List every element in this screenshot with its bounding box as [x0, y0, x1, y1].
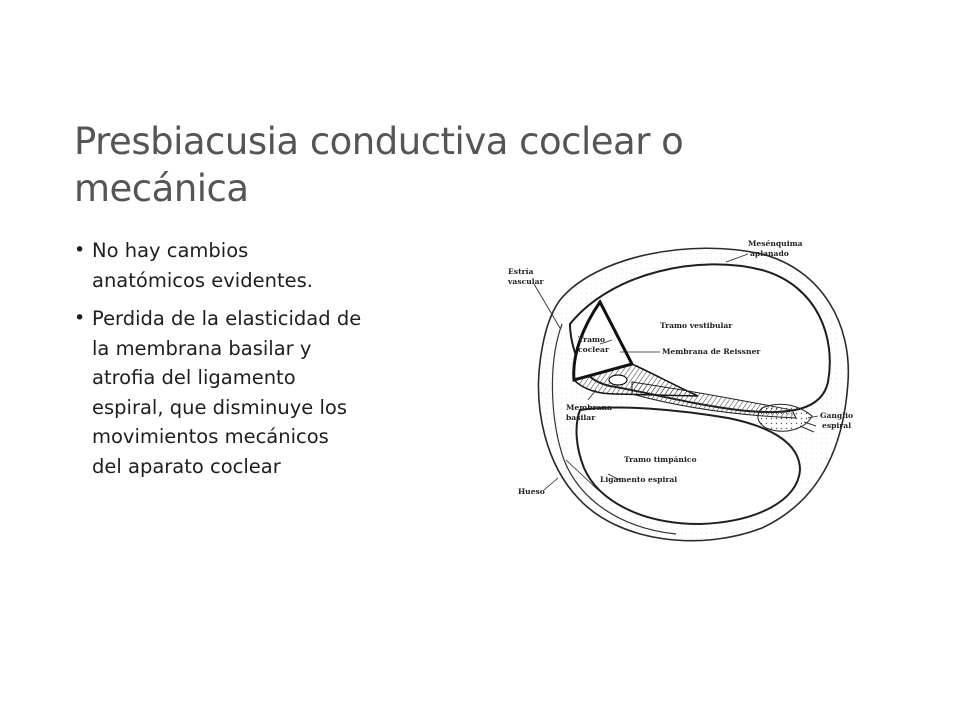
- label-mesenquima-1: Mesénquima: [748, 239, 803, 248]
- label-mesenquima-2: aplanado: [750, 249, 789, 258]
- slide-title: Presbiacusia conductiva coclear o mecáni…: [74, 118, 774, 212]
- label-membrana-basilar-2: basilar: [566, 413, 596, 422]
- label-membrana-reissner: Membrana de Reissner: [662, 347, 761, 356]
- bullet-line: movimientos mecánicos: [92, 425, 329, 448]
- cochlea-diagram: Mesénquima aplanado Estría vascular Tram…: [500, 232, 868, 544]
- label-ganglio-1: Ganglio: [820, 411, 853, 420]
- label-tramo-vestibular: Tramo vestibular: [660, 321, 733, 330]
- nerve-fibers: [799, 421, 817, 433]
- scala-tympani: [575, 406, 802, 526]
- spiral-ligament-curve: [551, 323, 677, 535]
- label-ganglio-2: espiral: [822, 421, 851, 430]
- label-estria-1: Estría: [508, 267, 533, 276]
- bullet-line: Perdida de la elasticidad de: [92, 307, 362, 330]
- bullet-item: No hay cambios anatómicos evidentes.: [74, 236, 414, 295]
- label-ligamento-espiral: Ligamento espiral: [600, 475, 677, 484]
- label-tramo-timpanico: Tramo timpánico: [624, 455, 697, 464]
- bullet-line: espiral, que disminuye los: [92, 395, 347, 419]
- label-tramo-coclear-1: Tramo: [578, 335, 605, 344]
- label-estria-2: vascular: [507, 277, 545, 286]
- title-line-2: mecánica: [74, 167, 249, 210]
- leader-lines: [533, 253, 819, 491]
- label-membrana-basilar-1: Membrana: [566, 403, 612, 412]
- bullet-item: Perdida de la elasticidad de la membrana…: [74, 304, 414, 481]
- bullet-line: la membrana basilar y: [92, 336, 312, 360]
- bullet-line: No hay cambios: [92, 239, 249, 262]
- cochlea-illustration: Mesénquima aplanado Estría vascular Tram…: [507, 239, 853, 542]
- title-line-1: Presbiacusia conductiva coclear o: [74, 120, 684, 163]
- label-tramo-coclear-2: coclear: [578, 345, 610, 354]
- tunnel-of-corti: [608, 374, 628, 386]
- bullet-line: anatómicos evidentes.: [92, 268, 313, 292]
- bullet-list: No hay cambios anatómicos evidentes. Per…: [74, 236, 414, 490]
- bullet-line: del aparato coclear: [92, 454, 281, 478]
- bullet-line: atrofia del ligamento: [92, 366, 296, 389]
- spiral-ganglion: [757, 403, 813, 432]
- label-hueso: Hueso: [518, 487, 545, 496]
